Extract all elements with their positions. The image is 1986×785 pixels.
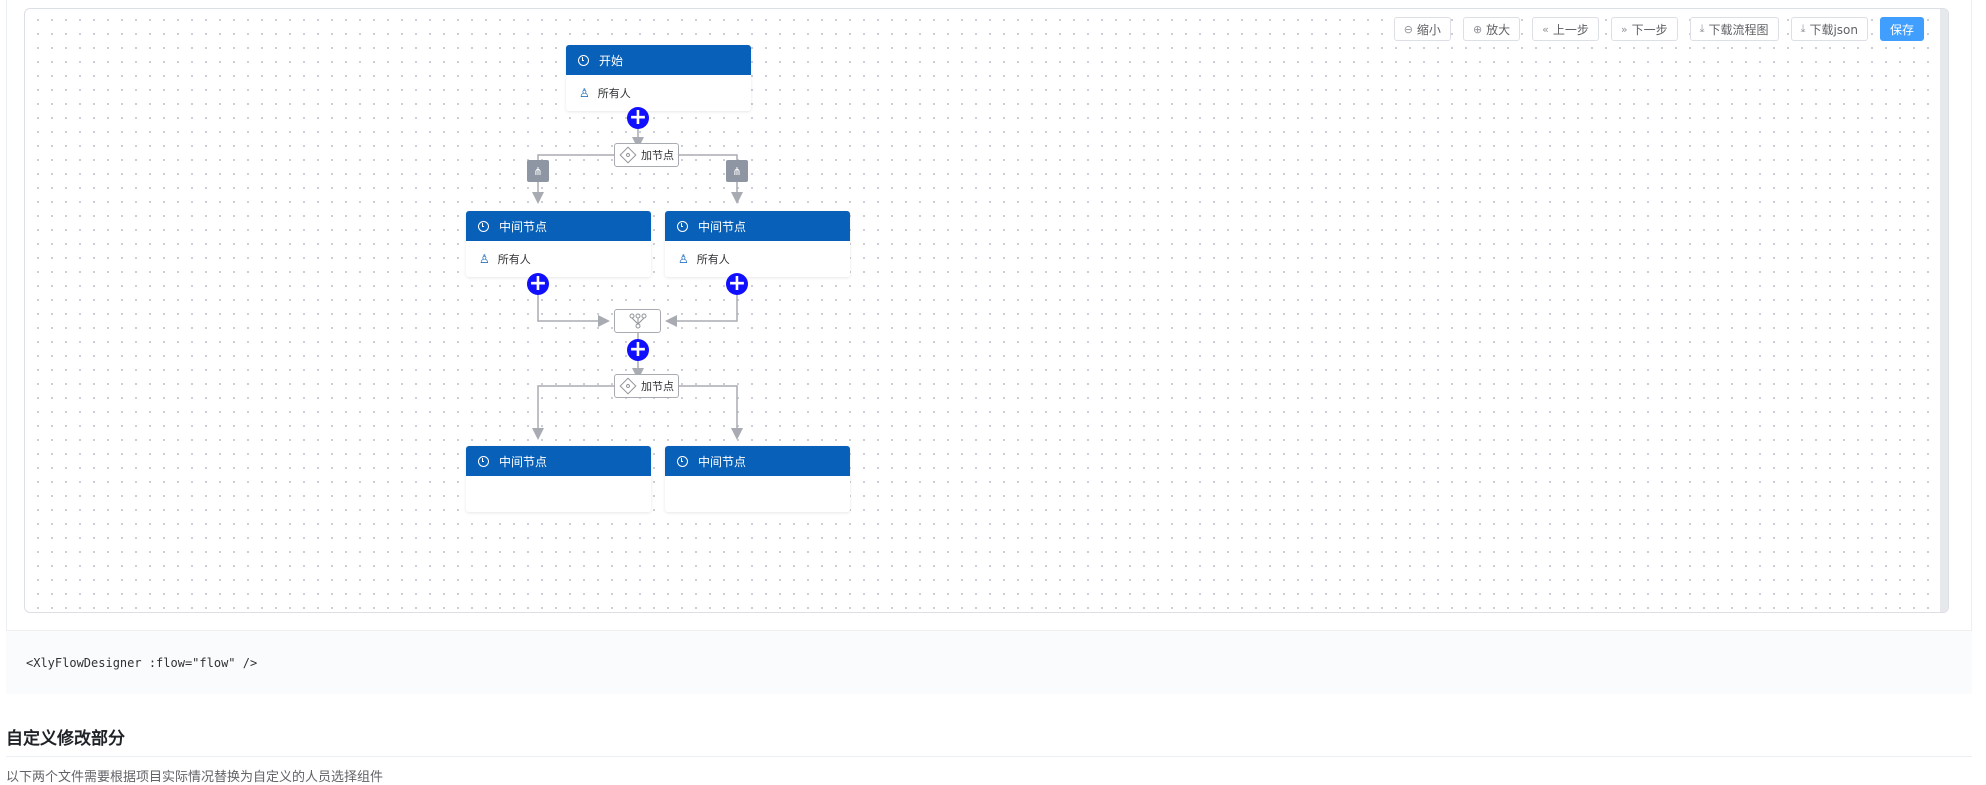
branch-icon[interactable]: ⋔ bbox=[527, 160, 549, 182]
start-node[interactable]: 开始 ♙ 所有人 bbox=[566, 45, 751, 111]
add-node-button[interactable]: + bbox=[627, 107, 649, 129]
clock-icon bbox=[478, 220, 489, 232]
gateway-icon bbox=[619, 377, 637, 395]
add-node-button[interactable]: + bbox=[627, 339, 649, 361]
condition-gateway[interactable]: 加节点 bbox=[614, 143, 679, 167]
save-button[interactable]: 保存 bbox=[1879, 17, 1924, 41]
designer-toolbar: ⊖缩小 ⊕放大 «上一步 »下一步 ⤓下载流程图 ⤓下载json 保存 bbox=[1393, 17, 1924, 41]
section-description: 以下两个文件需要根据项目实际情况替换为自定义的人员选择组件 bbox=[6, 770, 384, 785]
redo-button[interactable]: »下一步 bbox=[1610, 17, 1678, 41]
double-chevron-right-icon: » bbox=[1620, 22, 1628, 36]
start-node-title: 开始 bbox=[599, 53, 624, 68]
code-text: <XlyFlowDesigner :flow="flow" /> bbox=[26, 655, 258, 670]
zoom-out-icon: ⊖ bbox=[1403, 22, 1413, 36]
user-icon: ♙ bbox=[678, 252, 689, 266]
zoom-in-icon: ⊕ bbox=[1472, 22, 1483, 36]
middle-node[interactable]: 中间节点 ♙ 所有人 bbox=[665, 211, 850, 277]
section-heading: 自定义修改部分 bbox=[6, 729, 125, 749]
plus-circle-icon: + bbox=[528, 271, 548, 296]
plus-circle-icon: + bbox=[628, 105, 648, 130]
download-image-button[interactable]: ⤓下载流程图 bbox=[1689, 17, 1779, 41]
flow-designer-canvas[interactable]: ⊖缩小 ⊕放大 «上一步 »下一步 ⤓下载流程图 ⤓下载json 保存 开始 bbox=[24, 8, 1949, 613]
zoom-in-button[interactable]: ⊕放大 bbox=[1462, 17, 1521, 41]
add-node-button[interactable]: + bbox=[726, 273, 748, 295]
middle-node-header: 中间节点 bbox=[466, 446, 651, 476]
middle-node-title: 中间节点 bbox=[499, 219, 548, 234]
clock-icon bbox=[677, 455, 688, 467]
start-node-assignee: 所有人 bbox=[597, 87, 631, 100]
user-icon: ♙ bbox=[579, 86, 590, 100]
canvas-scrollbar[interactable] bbox=[1940, 9, 1948, 612]
middle-node-assignee: 所有人 bbox=[696, 253, 730, 266]
start-node-body: ♙ 所有人 bbox=[566, 75, 751, 111]
gateway-icon bbox=[619, 146, 637, 164]
middle-node[interactable]: 中间节点 ♙ 所有人 bbox=[466, 211, 651, 277]
middle-node-body: ♙ 所有人 bbox=[665, 241, 850, 277]
middle-node-title: 中间节点 bbox=[698, 454, 747, 469]
download-icon: ⤓ bbox=[1800, 22, 1806, 35]
download-icon: ⤓ bbox=[1699, 22, 1705, 35]
middle-node-header: 中间节点 bbox=[665, 446, 850, 476]
plus-circle-icon: + bbox=[628, 337, 648, 362]
merge-gateway[interactable] bbox=[614, 309, 661, 333]
zoom-out-button[interactable]: ⊖缩小 bbox=[1393, 17, 1451, 41]
middle-node[interactable]: 中间节点 bbox=[466, 446, 651, 512]
plus-circle-icon: + bbox=[727, 271, 747, 296]
start-node-header: 开始 bbox=[566, 45, 751, 75]
middle-node[interactable]: 中间节点 bbox=[665, 446, 850, 512]
double-chevron-left-icon: « bbox=[1542, 22, 1549, 36]
middle-node-body: ♙ 所有人 bbox=[466, 241, 651, 277]
middle-node-title: 中间节点 bbox=[698, 219, 747, 234]
clock-icon bbox=[677, 220, 688, 232]
code-snippet: <XlyFlowDesigner :flow="flow" /> bbox=[6, 630, 1972, 694]
flow-connectors bbox=[532, 98, 743, 440]
middle-node-header: 中间节点 bbox=[466, 211, 651, 241]
condition-gateway[interactable]: 加节点 bbox=[614, 374, 679, 398]
middle-node-body bbox=[665, 476, 850, 512]
middle-node-body bbox=[466, 476, 651, 512]
middle-node-title: 中间节点 bbox=[499, 454, 548, 469]
user-icon: ♙ bbox=[479, 252, 490, 266]
undo-button[interactable]: «上一步 bbox=[1532, 17, 1599, 41]
middle-node-header: 中间节点 bbox=[665, 211, 850, 241]
merge-icon bbox=[629, 313, 646, 329]
add-node-button[interactable]: + bbox=[527, 273, 549, 295]
middle-node-assignee: 所有人 bbox=[497, 253, 531, 266]
section-divider bbox=[6, 756, 1972, 757]
clock-icon bbox=[478, 455, 489, 467]
branch-icon[interactable]: ⋔ bbox=[726, 160, 748, 182]
download-json-button[interactable]: ⤓下载json bbox=[1790, 17, 1868, 41]
clock-icon bbox=[578, 54, 589, 66]
